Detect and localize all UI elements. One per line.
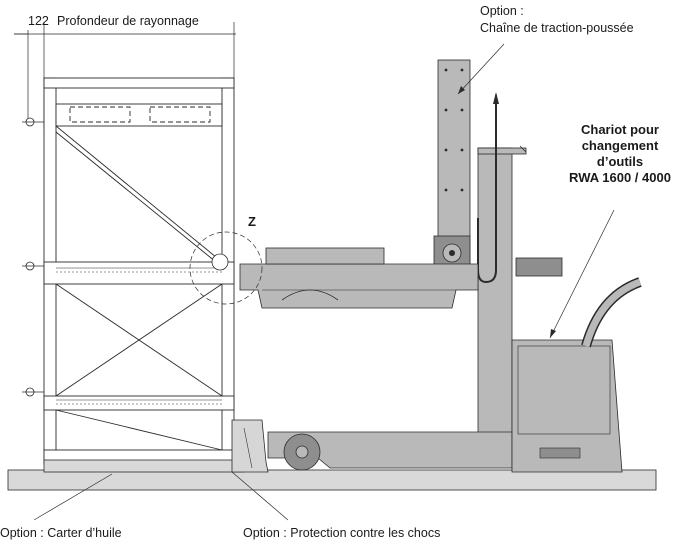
tool-table-cam — [281, 289, 339, 301]
control-console — [515, 257, 563, 277]
arrow-truck — [550, 329, 556, 338]
rack-shelf-grating — [56, 267, 222, 405]
guard-handle-inner — [582, 278, 642, 347]
detail-z-lock — [211, 253, 229, 271]
chain-mast-holes — [444, 68, 464, 192]
oil-pan — [43, 459, 245, 473]
tool-table-top — [265, 247, 385, 265]
storage-rack — [43, 77, 235, 465]
truck-title-line-2: changement — [581, 137, 659, 153]
truck-body-panel — [517, 345, 611, 435]
shock-guard — [231, 419, 269, 473]
chain-sprocket-hub — [449, 250, 455, 256]
tool-table — [239, 263, 479, 309]
lift-mast-top-bar — [477, 147, 527, 155]
option-oil-pan: Option : Carter d’huile — [0, 526, 122, 540]
truck-title-line-3: d’outils — [596, 153, 644, 169]
rack-fixing-points — [22, 117, 44, 397]
truck-title-line-4: RWA 1600 / 4000 — [569, 169, 671, 185]
depth-value: 122 — [28, 14, 49, 28]
front-wheel-hub — [295, 445, 309, 459]
lift-mast-bar-end — [519, 145, 527, 153]
guard-handle — [581, 277, 642, 348]
option-shock-guard: Option : Protection contre les chocs — [243, 526, 441, 540]
hose-tip — [493, 92, 499, 104]
detail-z-circle — [189, 231, 263, 305]
shock-guard-ridge — [243, 427, 253, 469]
leader-lines — [33, 43, 615, 521]
floor-slab — [7, 469, 657, 491]
arrow-chain — [458, 86, 465, 94]
option-chain-name: Chaîne de traction-poussée — [480, 21, 634, 35]
truck-title-line-1: Chariot pour — [581, 122, 659, 137]
truck-title: Chariot pour changement d’outils RWA 160… — [556, 122, 684, 185]
truck-body — [511, 339, 623, 473]
depth-label: Profondeur de rayonnage — [57, 14, 199, 28]
truck-body-vent — [539, 447, 581, 459]
detail-z-label: Z — [248, 214, 256, 229]
option-chain-prefix: Option : — [480, 4, 524, 18]
